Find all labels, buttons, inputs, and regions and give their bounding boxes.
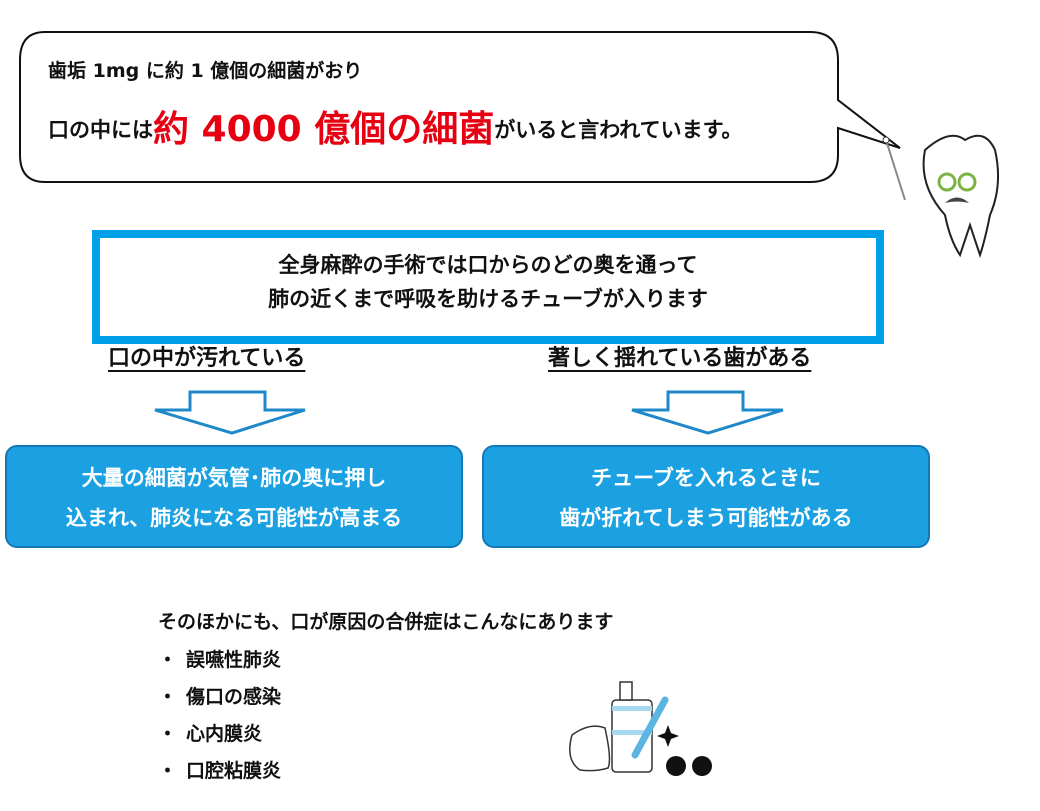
bubble-line-2-post: がいると言われています。 — [494, 118, 743, 142]
right-result-line-2: 歯が折れてしまう可能性がある — [559, 506, 853, 530]
arrow-down-left-icon — [154, 390, 306, 435]
bullet: ・ — [158, 686, 178, 708]
bubble-line-2-pre: 口の中には — [48, 118, 153, 142]
bubble-line-1: 歯垢 1mg に約 1 億個の細菌がおり — [48, 60, 363, 82]
tooth-teacher-icon — [882, 134, 999, 259]
arrow-down-right-icon — [631, 390, 784, 435]
bubble-line-2: 口の中には約 4000 億個の細菌がいると言われています。 — [48, 100, 743, 152]
anesthesia-info-box: 全身麻酔の手術では口からのどの奥を通って 肺の近くまで呼吸を助けるチューブが入り… — [92, 230, 884, 344]
list-item: ・心内膜炎 — [158, 719, 262, 746]
toothpaste-tooth-bacteria-illustration — [569, 681, 712, 776]
info-line-2: 肺の近くまで呼吸を助けるチューブが入ります — [268, 287, 708, 311]
list-item: ・口腔粘膜炎 — [158, 756, 281, 783]
bullet: ・ — [158, 723, 178, 745]
right-result-box: チューブを入れるときに 歯が折れてしまう可能性がある — [482, 445, 930, 548]
bullet: ・ — [158, 760, 178, 782]
bubble-highlight: 約 4000 億個の細菌 — [153, 109, 495, 150]
others-intro: そのほかにも、口が原因の合併症はこんなにあります — [158, 611, 614, 633]
list-item: ・誤嚥性肺炎 — [158, 645, 281, 672]
left-result-box: 大量の細菌が気管･肺の奥に押し 込まれ、肺炎になる可能性が高まる — [5, 445, 463, 548]
left-heading: 口の中が汚れている — [108, 346, 306, 371]
list-item: ・傷口の感染 — [158, 682, 281, 709]
bullet: ・ — [158, 649, 178, 671]
left-result-line-2: 込まれ、肺炎になる可能性が高まる — [65, 506, 403, 530]
right-heading: 著しく揺れている歯がある — [548, 346, 812, 371]
right-result-line-1: チューブを入れるときに — [591, 466, 821, 490]
info-line-1: 全身麻酔の手術では口からのどの奥を通って — [278, 253, 698, 277]
left-result-line-1: 大量の細菌が気管･肺の奥に押し — [81, 466, 387, 490]
